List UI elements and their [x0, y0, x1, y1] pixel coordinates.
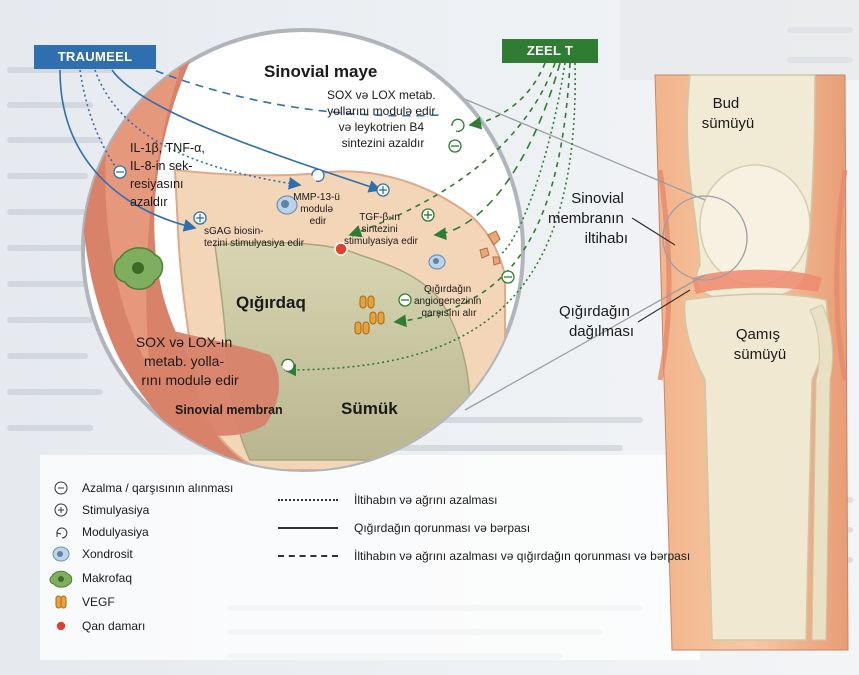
solid-line-sample — [278, 527, 338, 529]
legend-line-solid: Qığırdağın qorunması və bərpası — [278, 518, 530, 538]
legend-label: Qan damarı — [82, 619, 145, 633]
vegf-icon — [48, 592, 74, 612]
legend-item-chondrocyte: Xondrosit — [48, 544, 133, 564]
chondrocyte-cell — [429, 255, 445, 269]
legend-item-vegf: VEGF — [48, 592, 115, 612]
legend-item-decrease: Azalma / qarşısının alınması — [48, 478, 233, 498]
legend-label: Xondrosit — [82, 547, 133, 561]
blood-vessel-icon — [48, 616, 74, 636]
legend-label: Stimulyasiya — [82, 503, 149, 517]
cartilage-label: Qığırdaq — [236, 293, 306, 312]
legend-label: VEGF — [82, 595, 115, 609]
legend-item-modulation: Modulyasiya — [48, 522, 149, 542]
legend-line-dotted: İltihabın və ağrını azalması — [278, 490, 497, 510]
legend-label: Qığırdağın qorunması və bərpası — [354, 521, 530, 535]
chondrocyte-icon — [48, 544, 74, 564]
legend-item-macrophage: Makrofaq — [48, 568, 132, 588]
legend-item-stimulation: Stimulyasiya — [48, 500, 149, 520]
angiogenesis-text: Qığırdağın angiogenezinin qarşısını alır — [414, 284, 484, 319]
dotted-line-sample — [278, 499, 338, 501]
legend-label: Azalma / qarşısının alınması — [82, 481, 233, 495]
bone-label: Sümük — [341, 399, 398, 418]
minus-circle-icon — [48, 478, 74, 498]
legend-label: Modulyasiya — [82, 525, 149, 539]
legend-label: Makrofaq — [82, 571, 132, 585]
synovial-membrane-label: Sinovial membran — [175, 403, 283, 417]
sox-lox-bottom-text: SOX və LOX-ın metab. yolla- rını modulə … — [136, 334, 239, 388]
legend-line-dashed: İltihabın və ağrını azalması və qığırdağ… — [278, 546, 690, 566]
legend-label: İltihabın və ağrını azalması — [354, 493, 497, 507]
legend-label: İltihabın və ağrını azalması və qığırdağ… — [354, 549, 690, 563]
traumeel-badge: TRAUMEEL — [34, 45, 156, 69]
plus-circle-icon — [48, 500, 74, 520]
synovial-fluid-label: Sinovial maye — [264, 62, 377, 81]
modulation-icon — [48, 522, 74, 542]
synovitis-label: Sinovial membranın iltihabı — [548, 190, 628, 247]
legend-item-blood-vessel: Qan damarı — [48, 616, 145, 636]
legend: Azalma / qarşısının alınması Stimulyasiy… — [48, 478, 698, 648]
zeel-badge: ZEEL T — [502, 39, 598, 63]
macrophage-icon — [48, 568, 74, 588]
dashed-line-sample — [278, 555, 338, 557]
